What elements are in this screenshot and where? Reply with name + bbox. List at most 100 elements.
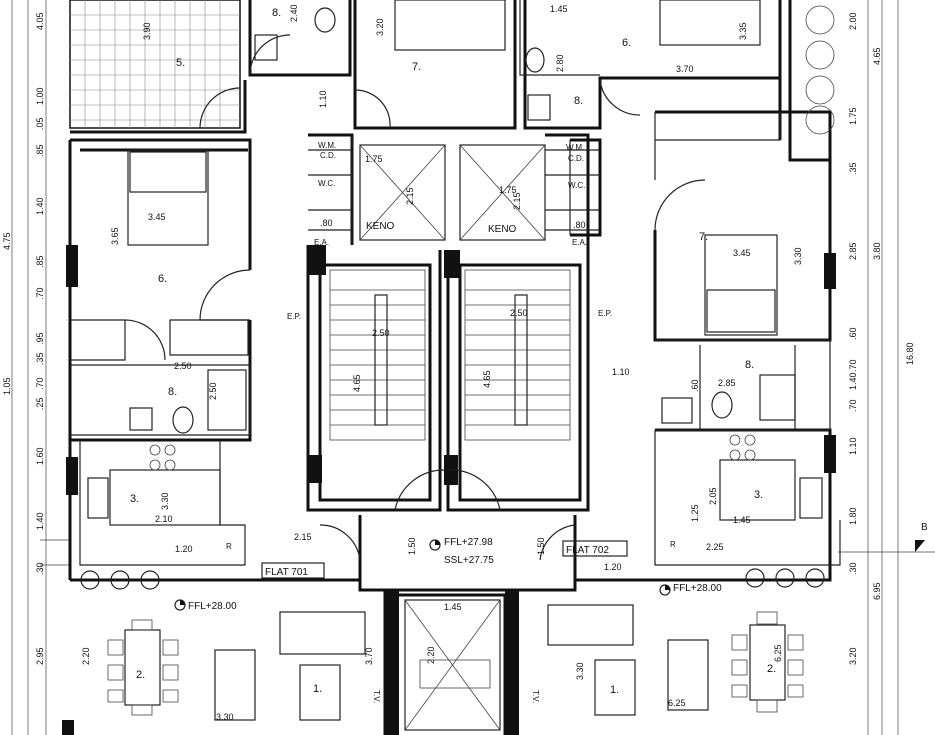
- dimension-label: 2.85: [848, 242, 858, 260]
- elevators: [359, 144, 546, 731]
- ssl-lobby: SSL+27.75: [444, 555, 494, 566]
- dimension-label: 2.15: [405, 187, 415, 205]
- wc-label-left: W.C.: [318, 179, 335, 188]
- dimension-labels-right: 2.00 4.65 1.75 .35 2.85 3.80 .60 .70 1.4…: [848, 12, 915, 665]
- room-number-8: 8.: [745, 359, 754, 371]
- room-number-1: 1.: [610, 684, 619, 696]
- dimension-label: 1.80: [848, 507, 858, 525]
- dimension-label: 1.50: [536, 537, 546, 555]
- dimension-label: 2.10: [155, 514, 173, 524]
- dimension-label: 1.60: [35, 447, 45, 465]
- room-number-1: 1.: [313, 683, 322, 695]
- stairs: [329, 269, 571, 689]
- room-number-6: 6.: [622, 37, 631, 49]
- dimension-label: .05: [35, 117, 45, 130]
- level-markers: [174, 539, 925, 611]
- ea-label-left: E.A.: [314, 238, 329, 247]
- dimension-label: 3.65: [110, 227, 120, 245]
- bath-fixtures: [129, 7, 796, 434]
- dimension-label: 1.75: [499, 185, 517, 195]
- dimension-label: 1.25: [690, 504, 700, 522]
- dimension-label: 2.25: [706, 542, 724, 552]
- dimension-label: 2.85: [718, 378, 736, 388]
- dimension-label: .30: [848, 562, 858, 575]
- dimension-lines: [11, 0, 935, 735]
- planters: [80, 5, 835, 590]
- dimension-label: 1.10: [612, 367, 630, 377]
- dimension-label: 1.45: [444, 602, 462, 612]
- dimension-label: 2.50: [510, 308, 528, 318]
- room-number-7: 7.: [699, 231, 708, 243]
- dimension-label: 2.20: [426, 646, 436, 664]
- tv-label-right: T.V.: [531, 690, 540, 703]
- section-mark-b: B: [921, 522, 928, 533]
- room-number-8: 8.: [272, 7, 281, 19]
- dimension-label: 3.20: [375, 18, 385, 36]
- dimension-label: .60: [848, 327, 858, 340]
- room-number-8: 8.: [574, 95, 583, 107]
- dimension-label: 3.20: [848, 647, 858, 665]
- dimension-label: .95: [35, 332, 45, 345]
- dimension-label: 3.70: [676, 64, 694, 74]
- furniture: [107, 604, 804, 721]
- dimension-label: 3.80: [872, 242, 882, 260]
- dimension-label: .70: [35, 287, 45, 300]
- room-number-3: 3.: [754, 489, 763, 501]
- dimension-label: 1.10: [848, 437, 858, 455]
- dimension-label: 3.45: [148, 212, 166, 222]
- wm-cd-label-right-2: C.D.: [568, 154, 584, 163]
- wm-cd-label-right: W.M.: [566, 143, 584, 152]
- dimension-label: .85: [35, 144, 45, 157]
- dimension-label: 4.65: [352, 374, 362, 392]
- room-number-2: 2.: [767, 663, 776, 675]
- ffl-right: FFL+28.00: [673, 583, 722, 594]
- dimension-label: 4.65: [482, 370, 492, 388]
- room-number-3: 3.: [130, 493, 139, 505]
- dimension-label: 3.45: [733, 248, 751, 258]
- room-number-6: 6.: [158, 273, 167, 285]
- dimension-label: 1.50: [407, 537, 417, 555]
- dimension-label: 2.20: [81, 647, 91, 665]
- dimension-label: 2.00: [848, 12, 858, 30]
- room-number-2: 2.: [136, 669, 145, 681]
- tv-label-left: T.V.: [372, 690, 381, 703]
- keno-label-left: KENO: [366, 221, 395, 232]
- ffl-left: FFL+28.00: [188, 601, 237, 612]
- beds: [127, 0, 778, 336]
- dimension-label: .70: [35, 377, 45, 390]
- dimension-label: 2.50: [208, 382, 218, 400]
- ea-label-right: E.A.: [572, 238, 587, 247]
- dimension-label: 1.05: [2, 377, 12, 395]
- dimension-label: 4.75: [2, 232, 12, 250]
- r-mark-right: R: [670, 540, 676, 549]
- dimension-label: 1.75: [848, 107, 858, 125]
- dimension-label: .60: [690, 379, 700, 392]
- dimension-label: .70: [848, 359, 858, 372]
- dimension-label: 1.00: [35, 87, 45, 105]
- dimension-label: 4.05: [35, 12, 45, 30]
- dimension-label: 1.40: [848, 372, 858, 390]
- dimension-label: .25: [35, 397, 45, 410]
- service-labels: W.M. C.D. W.M. C.D. W.C. W.C. E.A. E.A. …: [226, 141, 928, 703]
- dimension-label: 6.95: [872, 582, 882, 600]
- dimension-labels-left: 4.05 1.00 .05 .85 1.40 4.75 .85 .70 .95 …: [2, 12, 45, 665]
- dimension-label: 1.10: [318, 90, 328, 108]
- dimension-label: .85: [35, 255, 45, 268]
- flat-702-label: FLAT 702: [566, 545, 609, 556]
- r-mark-left: R: [226, 542, 232, 551]
- dimension-label: 16.80: [905, 342, 915, 365]
- dimension-label: 1.40: [35, 512, 45, 530]
- dimension-label: .35: [35, 352, 45, 365]
- dimension-label: 2.80: [555, 54, 565, 72]
- dimension-label: 1.20: [604, 562, 622, 572]
- dimension-label: .35: [848, 162, 858, 175]
- ffl-lobby: FFL+27.98: [444, 537, 493, 548]
- dimension-label: 3.30: [793, 247, 803, 265]
- dimension-label: 6.25: [773, 644, 783, 662]
- flat-701-label: FLAT 701: [265, 567, 308, 578]
- room-number-8: 8.: [168, 386, 177, 398]
- dimension-label: 3.35: [738, 22, 748, 40]
- room-number-7: 7.: [412, 61, 421, 73]
- dimension-label: 2.05: [708, 487, 718, 505]
